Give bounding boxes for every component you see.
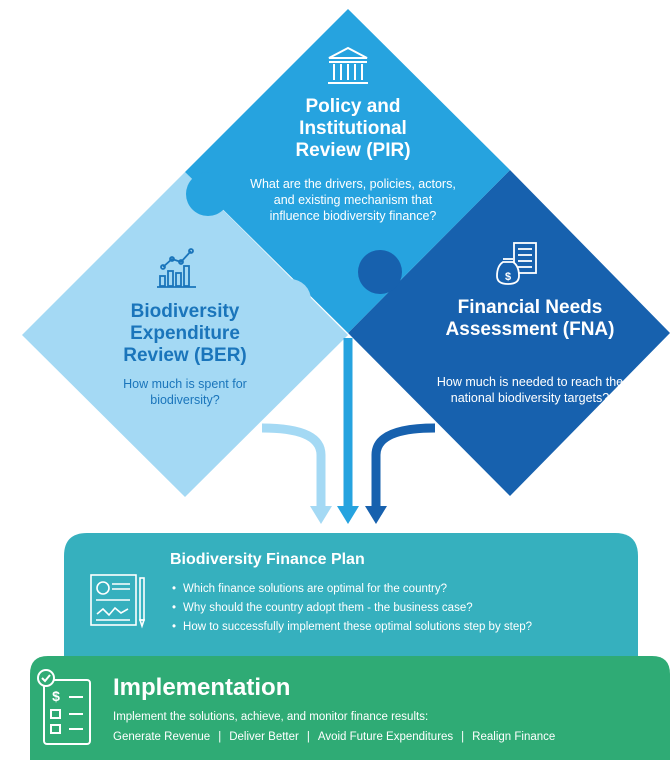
fna-arrowhead xyxy=(365,506,387,524)
checklist-dollar-icon: $ xyxy=(37,669,91,745)
pir-diamond xyxy=(185,9,510,333)
pir-puzzle-knob-left xyxy=(186,172,230,216)
finance-plan-bullets: Which finance solutions are optimal for … xyxy=(172,580,532,637)
action-separator: | xyxy=(461,731,465,743)
implementation-action: Avoid Future Expenditures xyxy=(317,731,454,743)
implementation-panel xyxy=(30,656,670,760)
svg-text:$: $ xyxy=(505,271,511,283)
money-bag-invoice-icon: $ xyxy=(496,242,537,285)
implementation-title: Implementation xyxy=(113,674,291,701)
ber-arrowhead xyxy=(310,506,332,524)
svg-text:$: $ xyxy=(52,688,60,704)
ber-question: How much is spent for biodiversity? xyxy=(123,377,247,407)
chart-growth-icon xyxy=(157,248,196,288)
finance-plan-title: Biodiversity Finance Plan xyxy=(170,551,365,568)
pir-question: What are the drivers, policies, actors, … xyxy=(250,177,456,223)
fna-question: How much is needed to reach the national… xyxy=(436,375,624,405)
implementation-description: Implement the solutions, achieve, and mo… xyxy=(113,711,429,723)
ber-title: Biodiversity Expenditure Review (BER) xyxy=(123,301,247,366)
action-separator: | xyxy=(306,731,310,743)
finance-plan-bullet: Which finance solutions are optimal for … xyxy=(172,580,532,599)
ber-diamond xyxy=(22,172,348,497)
implementation-action: Realign Finance xyxy=(472,731,556,743)
bank-building-icon xyxy=(328,46,368,84)
ber-puzzle-knob xyxy=(269,279,311,321)
implementation-action: Generate Revenue xyxy=(113,731,211,743)
pir-puzzle-knob-right xyxy=(358,250,402,294)
ber-arrow xyxy=(261,423,326,508)
fna-diamond xyxy=(348,170,670,496)
finance-plan-bullet: Why should the country adopt them - the … xyxy=(172,599,532,618)
implementation-actions: Generate Revenue | Deliver Better | Avoid Fu… xyxy=(113,731,555,743)
document-report-icon xyxy=(90,574,146,629)
pir-arrowhead xyxy=(337,506,359,524)
finance-plan-bullet: How to successfully implement these opti… xyxy=(172,618,532,637)
implementation-action: Deliver Better xyxy=(229,731,299,743)
fna-title: Financial Needs Assessment (FNA) xyxy=(445,297,615,340)
pir-title: Policy and Institutional Review (PIR) xyxy=(295,96,411,161)
action-separator: | xyxy=(218,731,222,743)
fna-arrow xyxy=(371,423,436,508)
